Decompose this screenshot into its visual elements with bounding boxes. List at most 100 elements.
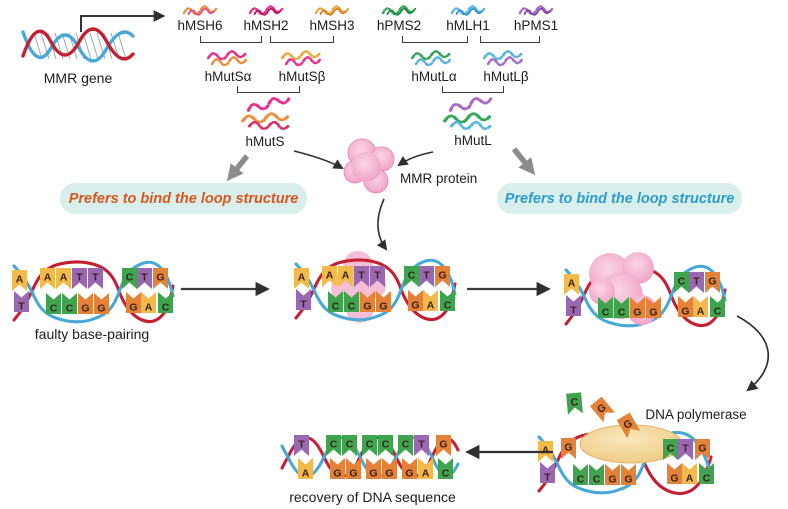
svg-text:T: T: [358, 270, 365, 282]
recovery-dna-label: recovery of DNA sequence: [289, 489, 456, 505]
bracket-hmsh6-hmsh2: [200, 36, 262, 43]
svg-text:A: A: [342, 270, 350, 282]
base-G: G: [360, 291, 375, 313]
base-C: C: [404, 266, 419, 287]
base-C: C: [158, 292, 173, 314]
hmsh3-icon: [314, 5, 350, 16]
base-C: C: [398, 435, 413, 456]
svg-text:C: C: [346, 439, 354, 451]
svg-text:A: A: [145, 302, 153, 314]
svg-text:C: C: [50, 303, 58, 315]
svg-text:G: G: [708, 276, 716, 288]
hmutla-label: hMutLα: [411, 69, 457, 84]
svg-text:G: G: [379, 301, 387, 313]
base-G: G: [630, 297, 645, 319]
svg-text:C: C: [714, 306, 722, 318]
base-T: T: [88, 268, 103, 289]
callout-loop-left: Prefers to bind the loop structure: [60, 183, 307, 214]
svg-text:G: G: [411, 300, 419, 312]
svg-text:C: C: [442, 468, 450, 480]
base-C: C: [62, 293, 77, 315]
svg-text:A: A: [302, 468, 310, 480]
base-C: C: [710, 296, 725, 318]
svg-text:C: C: [602, 307, 610, 319]
base-C: C: [362, 435, 377, 456]
base-T: T: [419, 266, 434, 287]
base-A: A: [338, 266, 353, 287]
hpms2-label: hPMS2: [376, 18, 422, 33]
hmutla-icon: [410, 49, 452, 67]
base-G: G: [376, 291, 391, 313]
base-A: A: [322, 266, 337, 287]
hmsh2-icon: [248, 5, 284, 16]
base-T: T: [414, 435, 429, 456]
svg-text:G: G: [649, 307, 657, 319]
bracket-hmsh2-hmsh3: [270, 36, 334, 43]
svg-text:C: C: [332, 301, 340, 313]
helix-blue-strand: [21, 30, 135, 63]
base-G: G: [646, 297, 661, 319]
mmr-gene-label: MMR gene: [43, 70, 113, 86]
hmuts-label: hMutS: [245, 134, 285, 149]
svg-text:A: A: [60, 272, 68, 284]
hmutl-complex-icon: [442, 94, 494, 133]
base-G: G: [94, 293, 109, 315]
base-T: T: [370, 266, 385, 287]
base-C: C: [440, 290, 455, 312]
svg-text:C: C: [678, 276, 686, 288]
hmutsa-label: hMutSα: [204, 69, 252, 84]
svg-text:T: T: [423, 270, 430, 282]
svg-text:G: G: [363, 301, 371, 313]
hmutl-label: hMutL: [454, 133, 492, 148]
base-A: A: [418, 458, 433, 480]
svg-text:G: G: [81, 303, 89, 315]
base-T: T: [72, 268, 87, 289]
base-C: C: [378, 435, 393, 456]
base-A: A: [56, 268, 71, 289]
base-G: G: [695, 439, 710, 460]
base-C: C: [566, 392, 583, 415]
base-T: T: [689, 272, 704, 293]
base-A: A: [12, 270, 27, 291]
svg-text:T: T: [298, 439, 305, 451]
base-G: G: [126, 292, 141, 314]
svg-text:T: T: [693, 276, 700, 288]
hmsh2-label: hMSH2: [243, 18, 289, 33]
base-G: G: [561, 438, 576, 459]
base-G: G: [330, 458, 345, 480]
svg-text:C: C: [408, 270, 416, 282]
svg-text:C: C: [402, 439, 410, 451]
hmsh6-icon: [182, 5, 218, 16]
base-A: A: [294, 268, 309, 289]
base-A: A: [40, 268, 55, 289]
svg-text:A: A: [427, 300, 435, 312]
mmr-gene-helix: [21, 27, 135, 63]
base-C: C: [344, 291, 359, 313]
hpms1-label: hPMS1: [513, 18, 559, 33]
svg-text:A: A: [697, 306, 705, 318]
svg-text:C: C: [618, 307, 626, 319]
svg-text:C: C: [703, 473, 711, 485]
hmuts-complex-icon: [240, 94, 292, 133]
faulty-dna-label: faulty base-pairing: [34, 326, 150, 342]
svg-text:T: T: [92, 272, 99, 284]
svg-text:T: T: [141, 272, 148, 284]
bracket-hmlh1-hpms1: [480, 36, 540, 43]
base-G: G: [436, 435, 451, 456]
base-G: G: [78, 293, 93, 315]
svg-text:T: T: [682, 443, 689, 455]
svg-text:G: G: [438, 270, 446, 282]
svg-text:T: T: [570, 305, 577, 317]
svg-text:G: G: [369, 468, 377, 480]
base-G: G: [382, 458, 397, 480]
svg-text:T: T: [374, 270, 381, 282]
helix-red-strand: [21, 27, 135, 61]
base-C: C: [614, 297, 629, 319]
base-T: T: [137, 268, 152, 289]
